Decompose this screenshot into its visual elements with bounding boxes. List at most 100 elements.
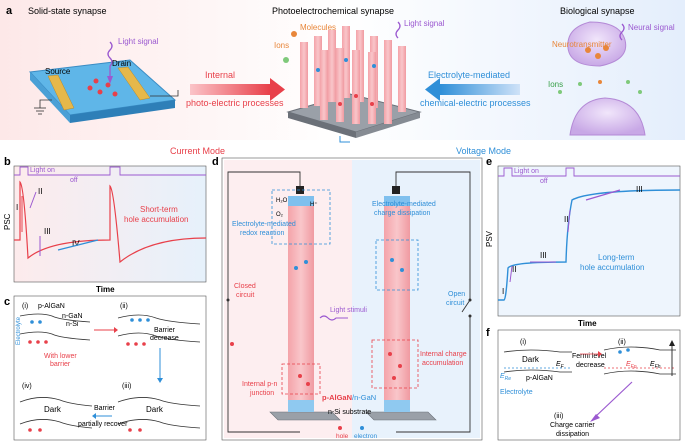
electrolyte-process-arrow: Electrolyte-mediated chemical-electric p…	[420, 70, 531, 108]
b-label-III: III	[44, 227, 51, 236]
f-fermi-line1: Fermi level	[572, 353, 607, 360]
panel-e: e Light on off I II III II III Long-term…	[485, 156, 681, 328]
e-label-IIb: II	[564, 215, 568, 224]
c-barrier-decrease-1: Barrier	[154, 327, 176, 334]
solid-state-device: Light signal Source Drain	[28, 37, 179, 123]
f-iii-line1: (iii)	[554, 413, 563, 420]
light-signal-left-label: Light signal	[118, 37, 159, 46]
c-ii-label: (ii)	[120, 303, 128, 310]
redox-line1: Electrolyte-mediated	[232, 221, 296, 228]
internal-label-line2: photo-electric processes	[186, 98, 284, 108]
e-xlabel: Time	[578, 319, 597, 328]
c-palgan-label: p-AlGaN	[38, 303, 65, 310]
f-fermi-line2: decrease	[576, 362, 605, 369]
open-circuit-line1: Open	[448, 291, 465, 298]
b-annot-line1: Short-term	[140, 205, 178, 214]
c-dark-right: Dark	[146, 405, 164, 414]
pec-device: Molecules Ions Light signal	[274, 19, 445, 143]
c-nsi-label: n-Si	[66, 321, 79, 328]
neurotransmitter-label: Neurotransmitter	[552, 40, 612, 49]
c-i-label: (i)	[22, 303, 28, 310]
ions-right-label: Ions	[548, 80, 563, 89]
pec-title: Photoelectrochemical synapse	[272, 6, 394, 16]
h2o-label: H₂O	[276, 198, 288, 204]
c-lower-barrier-2: barrier	[50, 361, 71, 368]
c-recover-1: Barrier	[94, 405, 116, 412]
dissip-line2: charge dissipation	[374, 210, 431, 217]
light-signal-squiggle	[107, 41, 113, 76]
c-barrier-decrease-2: decrease	[150, 335, 179, 342]
panel-d: d H₂O H⁺ O₂ Electrolyte-	[212, 156, 483, 441]
neural-signal-label: Neural signal	[628, 23, 675, 32]
light-stimuli-label: Light stimuli	[330, 307, 367, 314]
psc-trace	[14, 180, 207, 264]
voltage-mode-title: Voltage Mode	[456, 146, 511, 156]
heterostructure-n: /n-GaN	[352, 393, 376, 402]
closed-circuit-line2: circuit	[236, 292, 254, 299]
hplus-label: H⁺	[310, 201, 318, 208]
f-palgan-label: p-AlGaN	[526, 375, 553, 382]
c-ngan-label: n-GaN	[62, 313, 83, 320]
panel-b-label: b	[4, 156, 11, 168]
f-iii-line2: Charge carrier	[550, 422, 595, 429]
pillar-right	[384, 196, 410, 408]
closed-circuit-wire	[227, 171, 301, 433]
bio-title: Biological synapse	[560, 6, 635, 16]
c-lower-barrier-1: With lower	[44, 353, 77, 360]
panel-e-label: e	[486, 156, 492, 168]
f-ef-label: EF	[556, 361, 565, 370]
b-annot-line2: hole accumulation	[124, 215, 188, 224]
open-circuit-line2: circuit	[446, 300, 464, 307]
ground-wire	[39, 99, 52, 108]
c-iii-label: (iii)	[122, 383, 131, 390]
light-signal-mid-label: Light signal	[404, 19, 445, 28]
hole-legend: hole	[336, 433, 349, 440]
biological-synapse: Neural signal Neurotransmitter Ions	[548, 21, 675, 136]
c-recover-2: partially recover	[78, 421, 128, 428]
closed-circuit-line1: Closed	[234, 283, 256, 290]
internal-pn-line1: Internal p-n	[242, 381, 278, 388]
open-circuit-wire	[395, 171, 471, 433]
f-iii-line3: dissipation	[556, 431, 589, 438]
light-on-e: Light on	[514, 168, 539, 175]
e-ylabel: PSV	[485, 230, 494, 247]
b-label-I: I	[16, 203, 18, 212]
heterostructure-p: p-AlGaN	[322, 393, 352, 402]
e-annot-line2: hole accumulation	[580, 263, 644, 272]
psv-trace	[498, 189, 681, 301]
internal-pn-line2: junction	[249, 390, 274, 397]
substrate-label: n-Si substrate	[328, 409, 371, 416]
drain-label: Drain	[112, 59, 131, 68]
panel-a-label: a	[6, 5, 13, 17]
molecules-label: Molecules	[300, 23, 336, 32]
o2-label: O₂	[276, 212, 284, 218]
e-label-II: II	[512, 265, 516, 274]
e-label-III: III	[540, 251, 547, 260]
redox-line2: redox reaction	[240, 230, 284, 237]
off-e: off	[540, 178, 548, 185]
current-mode-title: Current Mode	[170, 146, 225, 156]
c-dark-left: Dark	[44, 405, 62, 414]
source-label: Source	[45, 67, 71, 76]
light-pulse-trace-b	[14, 166, 206, 176]
f-efp-label: EFp	[626, 361, 637, 370]
panel-f: f (i) (ii) Dark EF ERe p-AlGaN Electroly…	[486, 327, 681, 441]
electrolyte-label-line1: Electrolyte-mediated	[428, 70, 510, 80]
panel-c: c (i) p-AlGaN n-GaN n-Si Electrolyte (ii…	[4, 295, 207, 441]
internal-process-arrow: Internal photo-electric processes	[186, 70, 285, 108]
f-i-label: (i)	[520, 339, 526, 346]
dissip-line1: Electrolyte-mediated	[372, 201, 436, 208]
panel-c-label: c	[4, 296, 10, 308]
electron-legend: electron	[354, 433, 378, 440]
panel-d-label: d	[212, 156, 219, 168]
b-label-II: II	[38, 187, 42, 196]
panel-f-label: f	[486, 327, 490, 339]
f-electrolyte-label: Electrolyte	[500, 389, 533, 396]
b-ylabel: PSC	[3, 213, 12, 230]
e-annot-line1: Long-term	[598, 253, 635, 262]
b-xlabel: Time	[96, 285, 115, 294]
c-electrolyte-label: Electrolyte	[16, 316, 22, 345]
internal-label-line1: Internal	[205, 70, 235, 80]
internal-charge-line2: accumulation	[422, 360, 463, 367]
light-on-b: Light on	[30, 167, 55, 174]
